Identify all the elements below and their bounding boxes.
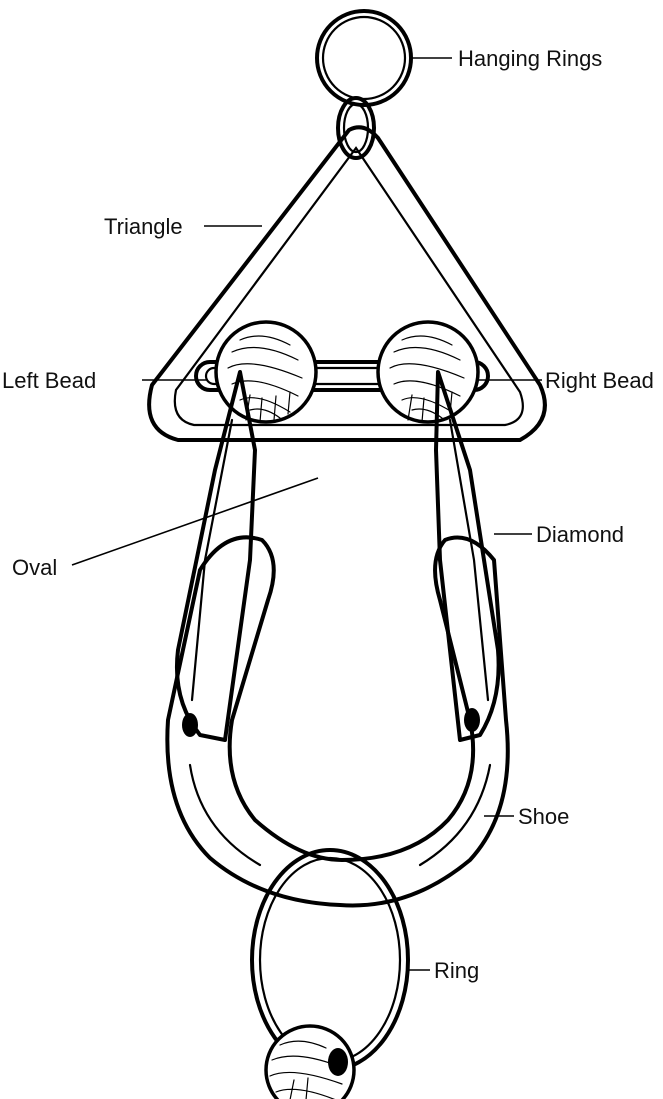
label-left-bead: Left Bead: [2, 368, 96, 393]
triangle: [149, 127, 545, 440]
hanging-rings: [317, 11, 411, 158]
leader-oval: [72, 478, 318, 565]
ring-bead: [266, 1026, 354, 1099]
label-hanging-rings: Hanging Rings: [458, 46, 602, 71]
label-triangle: Triangle: [104, 214, 183, 239]
label-oval: Oval: [12, 555, 57, 580]
label-diamond: Diamond: [536, 522, 624, 547]
diamond: [177, 372, 499, 740]
leader-lines: [72, 58, 542, 970]
label-shoe: Shoe: [518, 804, 569, 829]
right-bead: [378, 322, 478, 422]
label-ring: Ring: [434, 958, 479, 983]
label-right-bead: Right Bead: [545, 368, 654, 393]
